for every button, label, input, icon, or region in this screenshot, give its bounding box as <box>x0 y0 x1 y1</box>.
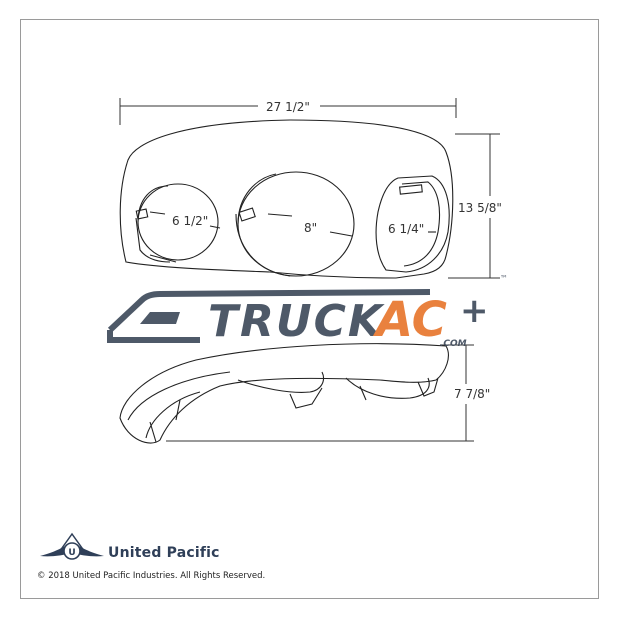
gauge-housing-side <box>119 343 449 444</box>
svg-text:U: U <box>68 548 75 558</box>
width-label: 27 1/2" <box>266 100 310 114</box>
watermark-tm-text: ™ <box>500 274 508 283</box>
truck-outline-icon <box>107 289 431 333</box>
truckac-watermark: TRUCK AC + ™ .COM <box>107 274 508 349</box>
brand-name: United Pacific <box>108 545 220 561</box>
united-pacific-logo-icon: U <box>40 532 104 560</box>
copyright-text: © 2018 United Pacific Industries. All Ri… <box>37 571 266 581</box>
left-gauge-label: 6 1/2" <box>172 214 208 228</box>
height-label: 13 5/8" <box>458 201 502 215</box>
watermark-com-text: .COM <box>440 339 467 349</box>
depth-dimension <box>166 344 474 442</box>
gauge-housing-front <box>119 119 454 279</box>
height-dimension <box>448 133 500 279</box>
center-gauge-label: 8" <box>304 221 317 235</box>
right-gauge-label: 6 1/4" <box>388 222 424 236</box>
watermark-truck-text: TRUCK <box>208 296 385 347</box>
watermark-plus-text: + <box>460 291 489 331</box>
watermark-ac-text: AC <box>372 292 447 348</box>
image-frame <box>20 19 599 599</box>
width-dimension <box>119 98 457 125</box>
depth-label: 7 7/8" <box>454 387 490 401</box>
